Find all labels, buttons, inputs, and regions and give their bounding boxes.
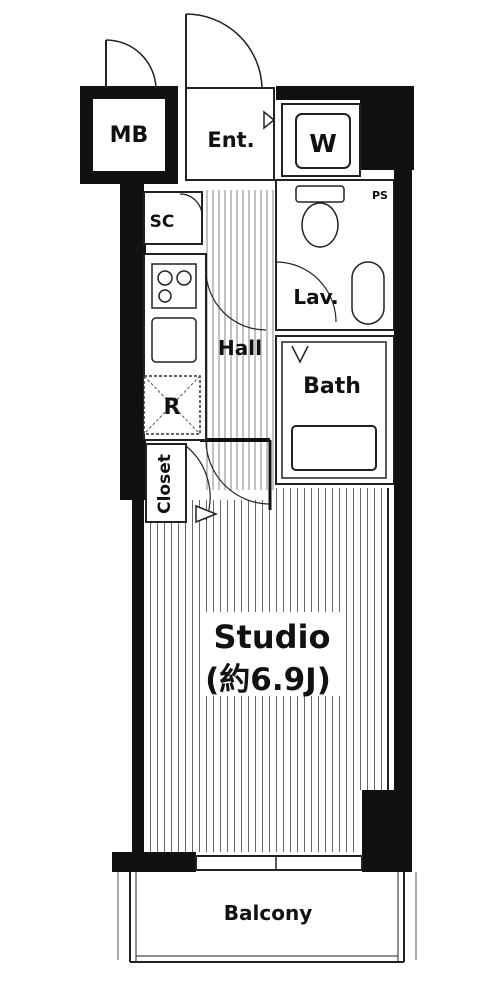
room-label-studio-size: (約6.9J)	[205, 662, 331, 698]
sc-area	[143, 191, 203, 245]
room-label-w: W	[309, 129, 337, 158]
wall-bottom-left	[112, 852, 196, 872]
ent-area	[185, 87, 275, 181]
fridge-diagonal-2	[143, 375, 201, 435]
hall-door-swing-top	[205, 269, 267, 331]
room-label-closet: Closet	[155, 454, 175, 514]
ent-step-marker	[263, 110, 276, 130]
balcony-window	[195, 855, 363, 871]
mb-door-swing	[105, 39, 157, 89]
toilet-bowl	[301, 202, 339, 248]
room-label-bath: Bath	[303, 374, 361, 399]
bath-door-marker	[291, 345, 309, 364]
room-label-hall: Hall	[218, 336, 262, 360]
burner-2	[176, 270, 192, 286]
room-label-ps: PS	[372, 189, 388, 202]
wall-left-upper	[120, 184, 144, 232]
room-label-r: R	[164, 395, 181, 420]
closet-area	[145, 443, 187, 523]
mb-inner	[91, 97, 167, 173]
studio-label-backdrop	[202, 612, 342, 696]
lav-door-swing	[275, 261, 337, 323]
wash-basin	[351, 261, 385, 325]
ent-door-swing	[185, 13, 263, 89]
room-label-ent: Ent.	[207, 128, 254, 152]
wall-left-lower	[132, 500, 144, 852]
room-label-mb: MB	[110, 123, 149, 148]
room-label-studio: Studio	[214, 618, 331, 656]
burner-1	[157, 270, 173, 286]
room-label-balcony: Balcony	[224, 901, 312, 925]
room-label-sc: SC	[150, 212, 175, 232]
closet-door-marker	[195, 504, 219, 524]
wall-right-column	[362, 790, 412, 872]
wall-right-block	[360, 86, 414, 170]
bathtub	[291, 425, 377, 471]
burner-3	[158, 289, 172, 303]
stove	[151, 263, 197, 309]
sink	[151, 317, 197, 363]
wall-right-main	[394, 170, 412, 790]
room-label-lav: Lav.	[293, 285, 338, 309]
washing-machine	[295, 113, 351, 169]
sc-door-swing	[179, 193, 203, 217]
hall-door-swing-bottom	[205, 439, 271, 505]
toilet-tank	[295, 185, 345, 203]
wall-left-main	[120, 230, 146, 500]
